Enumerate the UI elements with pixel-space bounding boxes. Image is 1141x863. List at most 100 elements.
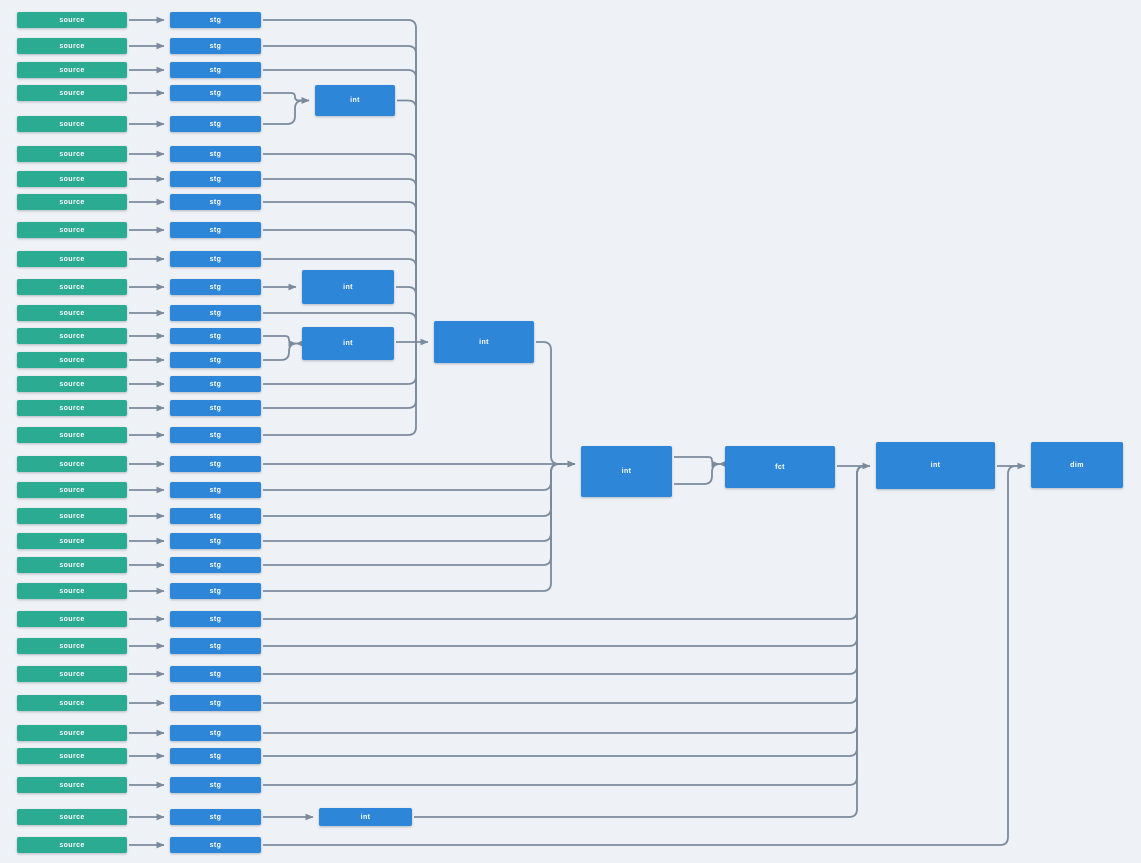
stg-node-6-label: stg [209,150,222,158]
stg-node-30[interactable]: stg [170,777,261,793]
stg-node-22[interactable]: stg [170,557,261,573]
stg-node-20[interactable]: stg [170,508,261,524]
stg-node-19[interactable]: stg [170,482,261,498]
int3-node[interactable]: int [302,327,394,360]
int4-node-label: int [479,338,489,346]
stg-node-21-label: stg [209,537,222,545]
stg-node-12[interactable]: stg [170,305,261,321]
stg-node-32[interactable]: stg [170,837,261,853]
edge-stg1-bus416 [263,19,417,342]
source-node-28[interactable]: source [17,725,127,741]
source-node-23[interactable]: source [17,583,127,599]
stg-node-1-label: stg [209,16,222,24]
int1-node[interactable]: int [315,85,395,116]
source-node-20[interactable]: source [17,508,127,524]
int7-node[interactable]: int [319,808,412,826]
stg-node-28[interactable]: stg [170,725,261,741]
source-node-31[interactable]: source [17,809,127,825]
stg-node-24[interactable]: stg [170,611,261,627]
source-node-5[interactable]: source [17,116,127,132]
source-node-15[interactable]: source [17,376,127,392]
source-node-29[interactable]: source [17,748,127,764]
source-node-6[interactable]: source [17,146,127,162]
source-node-14-label: source [59,356,85,364]
dim-node[interactable]: dim [1031,442,1123,488]
stg-node-27[interactable]: stg [170,695,261,711]
stg-node-13-label: stg [209,332,222,340]
source-node-9[interactable]: source [17,222,127,238]
source-node-11[interactable]: source [17,279,127,295]
stg-node-31[interactable]: stg [170,809,261,825]
int5-node[interactable]: int [581,446,672,497]
stg-node-25[interactable]: stg [170,638,261,654]
source-node-4[interactable]: source [17,85,127,101]
source-node-16[interactable]: source [17,400,127,416]
source-node-7[interactable]: source [17,171,127,187]
source-node-7-label: source [59,175,85,183]
source-node-11-label: source [59,283,85,291]
source-node-24[interactable]: source [17,611,127,627]
int1-node-label: int [350,97,360,104]
stg-node-1[interactable]: stg [170,12,261,28]
stg-node-7[interactable]: stg [170,171,261,187]
int2-node-label: int [343,283,353,291]
stg-node-23[interactable]: stg [170,583,261,599]
stg-node-14[interactable]: stg [170,352,261,368]
edge-stg22-bus551 [263,463,562,566]
source-node-21[interactable]: source [17,533,127,549]
stg-node-11[interactable]: stg [170,279,261,295]
edge-stg23-bus551 [263,463,562,592]
source-node-13[interactable]: source [17,328,127,344]
stg-node-3-label: stg [209,66,222,74]
stg-node-26[interactable]: stg [170,666,261,682]
source-node-14[interactable]: source [17,352,127,368]
source-node-12[interactable]: source [17,305,127,321]
stg-node-3[interactable]: stg [170,62,261,78]
stg-node-5[interactable]: stg [170,116,261,132]
stg-node-2-label: stg [209,42,222,50]
source-node-32[interactable]: source [17,837,127,853]
source-node-3[interactable]: source [17,62,127,78]
source-node-21-label: source [59,537,85,545]
edge-stg24-bus857 [263,465,868,620]
source-node-19-label: source [59,486,85,494]
int6-node[interactable]: int [876,442,995,489]
source-node-25[interactable]: source [17,638,127,654]
source-node-22[interactable]: source [17,557,127,573]
stg-node-6[interactable]: stg [170,146,261,162]
int4-node[interactable]: int [434,321,534,363]
stg-node-15[interactable]: stg [170,376,261,392]
source-node-19[interactable]: source [17,482,127,498]
source-node-1[interactable]: source [17,12,127,28]
source-node-26[interactable]: source [17,666,127,682]
stg-node-24-label: stg [209,615,222,623]
stg-node-9[interactable]: stg [170,222,261,238]
stg-node-17[interactable]: stg [170,427,261,443]
stg-node-13[interactable]: stg [170,328,261,344]
stg-node-16[interactable]: stg [170,400,261,416]
stg-node-21[interactable]: stg [170,533,261,549]
source-node-18[interactable]: source [17,456,127,472]
stg-node-30-label: stg [209,781,222,789]
source-node-8[interactable]: source [17,194,127,210]
source-node-15-label: source [59,380,85,388]
source-node-31-label: source [59,813,85,821]
stg-node-18[interactable]: stg [170,456,261,472]
stg-node-17-label: stg [209,431,222,439]
source-node-22-label: source [59,561,85,569]
source-node-23-label: source [59,587,85,595]
source-node-10[interactable]: source [17,251,127,267]
int2-node[interactable]: int [302,270,394,304]
stg-node-10[interactable]: stg [170,251,261,267]
stg-node-8[interactable]: stg [170,194,261,210]
source-node-30[interactable]: source [17,777,127,793]
fct-node[interactable]: fct [725,446,835,488]
stg-node-29[interactable]: stg [170,748,261,764]
source-node-17[interactable]: source [17,427,127,443]
stg-node-2[interactable]: stg [170,38,261,54]
source-node-12-label: source [59,309,85,317]
stg-node-18-label: stg [209,460,222,468]
stg-node-4[interactable]: stg [170,85,261,101]
source-node-2[interactable]: source [17,38,127,54]
source-node-27[interactable]: source [17,695,127,711]
